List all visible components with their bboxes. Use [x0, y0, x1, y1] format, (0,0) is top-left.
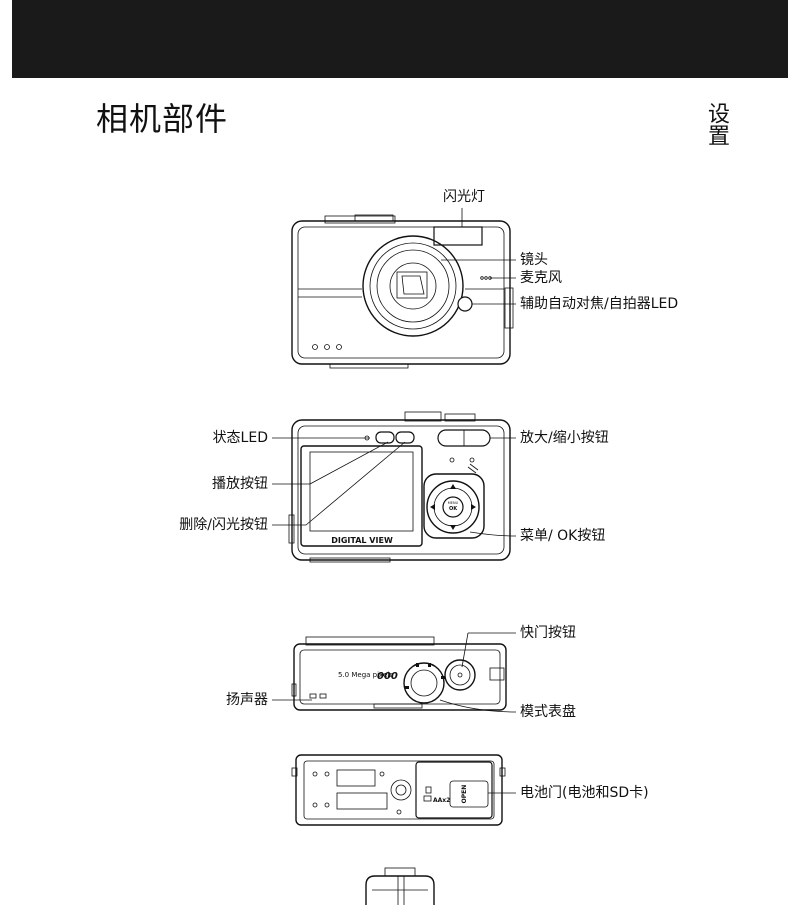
screen-label: DIGITAL VIEW [331, 536, 393, 545]
page-title: 相机部件 [96, 100, 229, 138]
megapixel-label: 5.0 Mega pixels [338, 671, 393, 679]
open-label: OPEN [461, 785, 468, 804]
speaker-label: 扬声器 [226, 692, 268, 708]
menu-ok-label: 菜单/ OK按钮 [520, 528, 606, 544]
side-view-camera [365, 867, 435, 905]
battery-door-label: 电池门(电池和SD卡) [520, 785, 649, 801]
mic-label: 麦克风 [520, 270, 562, 286]
battery-label: AAx2 [433, 797, 450, 804]
section-tab: 设置 [704, 102, 729, 146]
af-led-label: 辅助自动对焦/自拍器LED [520, 296, 679, 312]
top-view-camera [291, 636, 507, 711]
delete-flash-label: 删除/闪光按钮 [179, 517, 268, 533]
menu-label: MENU [448, 501, 459, 505]
front-view-camera [291, 214, 514, 369]
header-bar [12, 0, 788, 78]
model-digits: 000 [377, 671, 398, 682]
shutter-label: 快门按钮 [520, 625, 576, 641]
flash-label: 闪光灯 [443, 189, 485, 205]
back-view-camera [288, 411, 511, 563]
bottom-view-camera [291, 754, 506, 826]
mode-dial-label: 模式表盘 [520, 704, 576, 720]
playback-label: 播放按钮 [212, 476, 268, 492]
lens-label: 镜头 [520, 252, 548, 268]
status-led-label: 状态LED [212, 430, 268, 446]
zoom-label: 放大/缩小按钮 [520, 430, 609, 446]
ok-label: OK [449, 506, 458, 512]
